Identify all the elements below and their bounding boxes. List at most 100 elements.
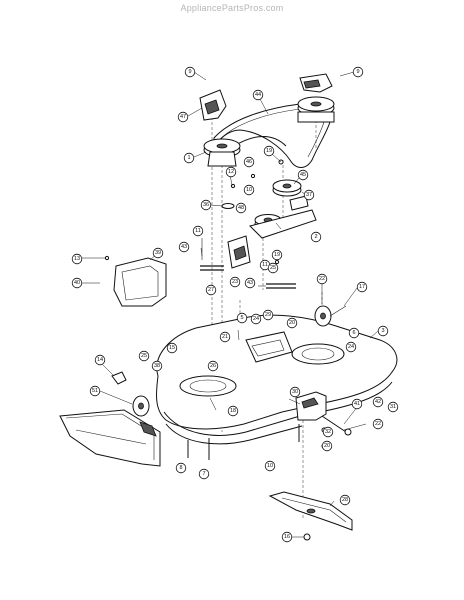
callout-18: 18 — [227, 405, 239, 417]
left-belt-guard — [199, 89, 227, 121]
svg-text:11: 11 — [262, 262, 268, 268]
svg-text:48: 48 — [238, 205, 244, 211]
callout-24a: 24 — [250, 313, 262, 325]
callout-47: 47 — [177, 111, 189, 123]
callout-8: 8 — [175, 462, 187, 474]
svg-text:2: 2 — [314, 234, 317, 240]
blade-bolt — [303, 533, 311, 541]
callout-29: 29 — [262, 309, 274, 321]
deck-roller — [314, 305, 347, 327]
callout-19b: 19 — [271, 249, 283, 261]
svg-text:30: 30 — [292, 389, 298, 395]
svg-text:27: 27 — [208, 287, 214, 293]
callout-30: 30 — [289, 386, 301, 398]
callout-17: 17 — [356, 281, 368, 293]
callout-24b: 24 — [345, 341, 357, 353]
svg-text:6: 6 — [352, 330, 355, 336]
chute-bracket — [295, 391, 327, 421]
svg-text:9: 9 — [188, 69, 191, 75]
svg-text:25: 25 — [270, 265, 276, 271]
svg-text:15: 15 — [169, 345, 175, 351]
svg-text:38: 38 — [154, 363, 160, 369]
svg-text:13: 13 — [74, 256, 80, 262]
svg-text:31: 31 — [390, 404, 396, 410]
svg-text:9: 9 — [356, 69, 359, 75]
callout-10a: 10 — [243, 184, 255, 196]
callout-43b: 43 — [244, 277, 256, 289]
svg-text:20: 20 — [324, 443, 330, 449]
idler-bracket — [249, 195, 317, 239]
left-spindle-pulley — [203, 138, 241, 167]
callout-36: 36 — [200, 199, 212, 211]
callout-28: 28 — [339, 494, 351, 506]
callout-44: 44 — [252, 89, 264, 101]
svg-text:44: 44 — [255, 92, 261, 98]
watermark: AppliancePartsPros.com — [180, 3, 284, 13]
svg-text:45: 45 — [300, 172, 306, 178]
svg-text:43: 43 — [247, 280, 253, 286]
callout-51: 51 — [89, 385, 101, 397]
discharge-chute — [59, 409, 161, 467]
callout-5: 5 — [236, 312, 248, 324]
right-belt-guard — [299, 73, 333, 93]
svg-text:11: 11 — [195, 228, 201, 234]
springs — [200, 238, 296, 289]
small-hardware — [104, 159, 284, 265]
callout-32: 32 — [322, 426, 334, 438]
callout-19a: 19 — [263, 145, 275, 157]
svg-text:40: 40 — [74, 280, 80, 286]
callout-39: 39 — [152, 247, 164, 259]
idler-arm-bracket — [227, 235, 251, 269]
callout-40: 40 — [71, 277, 83, 289]
svg-text:16: 16 — [284, 534, 290, 540]
mower-blade — [268, 491, 353, 531]
callout-48: 48 — [235, 202, 247, 214]
belt-cover — [113, 257, 167, 307]
svg-text:42: 42 — [375, 399, 381, 405]
svg-text:20: 20 — [289, 320, 295, 326]
svg-text:22: 22 — [375, 421, 381, 427]
callout-23: 23 — [229, 276, 241, 288]
svg-text:47: 47 — [180, 114, 186, 120]
callout-14: 14 — [94, 354, 106, 366]
callout-10b: 10 — [264, 460, 276, 472]
svg-text:46: 46 — [246, 159, 252, 165]
upper-idler-pulley — [272, 179, 302, 197]
callout-26: 26 — [207, 360, 219, 372]
callout-43a: 43 — [178, 241, 190, 253]
svg-text:5: 5 — [240, 315, 243, 321]
callout-25a: 25 — [267, 262, 279, 274]
callout-22a: 22 — [316, 273, 328, 285]
callout-20b: 20 — [321, 440, 333, 452]
callout-3: 3 — [377, 325, 389, 337]
callout-41: 41 — [351, 398, 363, 410]
right-idler-pulley — [297, 96, 335, 123]
callout-15: 15 — [166, 342, 178, 354]
callout-27: 27 — [205, 284, 217, 296]
callout-20a: 20 — [286, 317, 298, 329]
svg-text:14: 14 — [97, 357, 103, 363]
callout-37: 37 — [303, 189, 315, 201]
svg-text:8: 8 — [179, 465, 182, 471]
svg-text:10: 10 — [267, 463, 273, 469]
svg-text:24: 24 — [253, 316, 259, 322]
svg-text:36: 36 — [203, 202, 209, 208]
svg-text:24: 24 — [348, 344, 354, 350]
anti-scalp-rod — [321, 415, 352, 436]
callout-9a: 9 — [184, 66, 196, 78]
deck-shell — [155, 314, 398, 445]
svg-text:51: 51 — [92, 388, 98, 394]
callout-13: 13 — [71, 253, 83, 265]
svg-text:23: 23 — [232, 279, 238, 285]
svg-text:29: 29 — [265, 312, 271, 318]
callout-46: 46 — [243, 156, 255, 168]
svg-text:21: 21 — [222, 334, 228, 340]
callout-31: 31 — [387, 401, 399, 413]
svg-text:7: 7 — [202, 471, 205, 477]
callout-1: 1 — [183, 152, 195, 164]
svg-text:3: 3 — [381, 328, 384, 334]
svg-text:10: 10 — [246, 187, 252, 193]
svg-text:25: 25 — [141, 353, 147, 359]
callout-21a: 21 — [219, 331, 231, 343]
